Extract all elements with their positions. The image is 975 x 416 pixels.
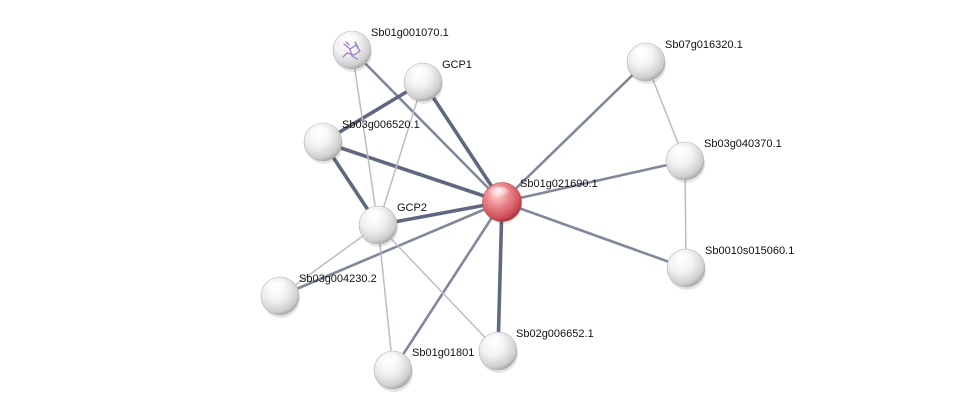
edge-Sb01g021690.1-Sb0010s015060.1[interactable]	[502, 202, 686, 268]
network-node[interactable]	[304, 123, 343, 164]
network-node[interactable]	[359, 206, 398, 247]
edge-Sb01g001070.1-GCP2[interactable]	[352, 50, 378, 225]
node-label: Sb02g006652.1	[516, 328, 594, 340]
node-label: Sb03g006520.1	[342, 119, 420, 131]
edge-GCP2-Sb02g006652.1[interactable]	[378, 225, 498, 351]
node-label: Sb03g004230.2	[299, 273, 377, 285]
node-highlight	[484, 336, 506, 349]
edges-layer	[280, 50, 686, 370]
node-label: Sb0010s015060.1	[705, 245, 794, 257]
center-node[interactable]	[483, 183, 523, 225]
node-label: Sb03g040370.1	[704, 138, 782, 150]
node-highlight	[632, 47, 654, 60]
node-label: Sb01g01801	[412, 347, 474, 359]
network-node[interactable]	[666, 142, 705, 183]
node-highlight	[672, 253, 694, 266]
network-node[interactable]	[627, 43, 666, 84]
node-highlight	[266, 281, 288, 294]
network-node[interactable]	[333, 31, 372, 72]
network-node[interactable]	[479, 332, 518, 373]
node-highlight	[309, 127, 331, 140]
node-highlight	[671, 146, 693, 159]
node-highlight	[379, 355, 401, 368]
nodes-layer	[261, 31, 706, 392]
network-node[interactable]	[404, 63, 443, 104]
node-highlight	[409, 67, 431, 80]
node-label: Sb01g021690.1	[520, 178, 598, 190]
edge-Sb01g021690.1-Sb02g006652.1[interactable]	[498, 202, 502, 351]
node-label: Sb01g001070.1	[371, 27, 449, 39]
node-label: GCP2	[397, 202, 427, 214]
node-label: GCP1	[442, 59, 472, 71]
node-label: Sb07g016320.1	[665, 39, 743, 51]
node-highlight	[364, 210, 386, 223]
network-node[interactable]	[374, 351, 413, 392]
network-node[interactable]	[667, 249, 706, 290]
node-highlight	[488, 187, 510, 200]
edge-Sb01g021690.1-Sb03g006520.1[interactable]	[323, 142, 502, 202]
network-node[interactable]	[261, 277, 300, 318]
